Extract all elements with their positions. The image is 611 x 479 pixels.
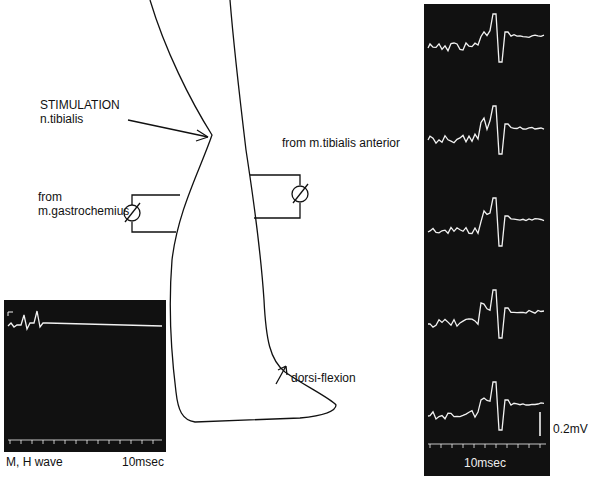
dorsiflexion-arrow bbox=[276, 366, 287, 384]
emg-trace bbox=[428, 444, 546, 448]
timebase-label: 10msec bbox=[122, 455, 164, 469]
oscilloscope-record: 10msec bbox=[424, 4, 550, 476]
recording-label: from m.tibialis anterior bbox=[282, 136, 402, 150]
scope-traces bbox=[4, 300, 166, 452]
arrow-head bbox=[196, 130, 208, 141]
movement-label: dorsi-flexion bbox=[291, 371, 381, 385]
scope-screen bbox=[4, 300, 166, 452]
oscilloscope-record: M, H wave 10msec bbox=[4, 300, 166, 476]
gastro-electrode-leads bbox=[132, 195, 180, 232]
emg-trace bbox=[8, 312, 13, 316]
recording-label: from m.gastrochemius bbox=[38, 190, 122, 218]
trace-caption: M, H wave bbox=[6, 455, 63, 469]
stimulation-label: STIMULATION n.tibialis bbox=[40, 98, 130, 126]
emg-trace bbox=[8, 440, 162, 444]
emg-trace bbox=[428, 382, 544, 430]
emg-trace bbox=[428, 106, 544, 154]
emg-trace bbox=[428, 290, 544, 338]
scope-traces bbox=[424, 4, 550, 476]
meter-slash bbox=[125, 203, 140, 222]
timebase-label: 10msec bbox=[464, 456, 506, 470]
emg-trace bbox=[8, 311, 162, 329]
scope-screen bbox=[424, 4, 550, 476]
emg-trace bbox=[428, 14, 544, 62]
stimulation-arrow bbox=[128, 120, 208, 137]
emg-trace bbox=[539, 412, 541, 436]
emg-trace bbox=[428, 198, 544, 246]
leg-outline bbox=[150, 0, 336, 422]
meter-slash bbox=[293, 184, 308, 203]
scale-label: 0.2mV bbox=[553, 422, 609, 436]
